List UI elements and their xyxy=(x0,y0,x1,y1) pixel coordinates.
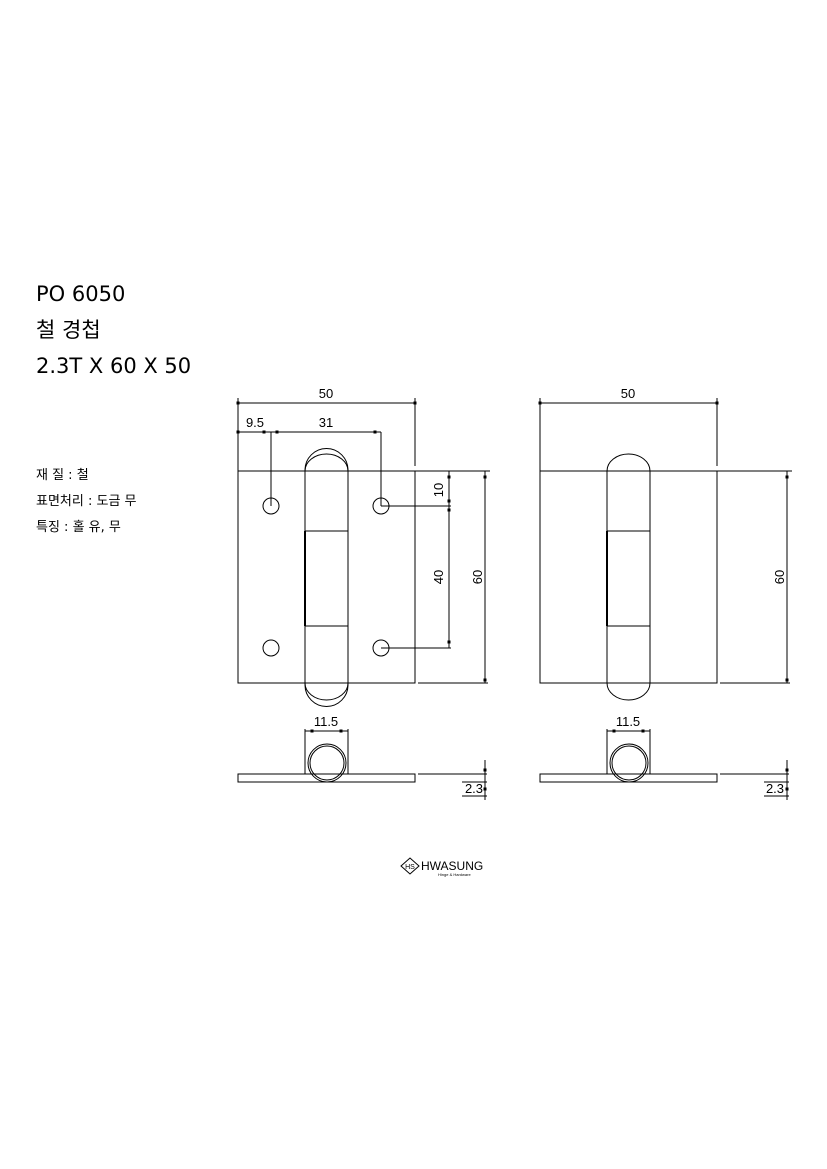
dimension-tick xyxy=(236,401,240,405)
logo-tagline: Hinge & Hardware xyxy=(438,872,471,877)
dimension-tick xyxy=(339,729,343,733)
dimension-tick xyxy=(447,475,451,479)
side-view-right: 11.5 2.3 xyxy=(539,714,789,800)
dim-width: 50 xyxy=(319,386,333,401)
dim-thickness: 2.3 xyxy=(465,781,483,796)
product-size: 2.3T X 60 X 50 xyxy=(36,354,192,378)
spec-material: 재 질 : 철 xyxy=(36,468,89,483)
side-view-left: 11.5 2.3 xyxy=(237,714,487,800)
dim-hole-edge: 9.5 xyxy=(246,415,264,430)
dimension-tick xyxy=(785,768,789,772)
dim-thickness-right: 2.3 xyxy=(766,781,784,796)
dimension-tick xyxy=(483,475,487,479)
product-name: 철 경첩 xyxy=(36,318,101,342)
dimension-tick xyxy=(715,401,719,405)
spec-finish: 표면처리 : 도금 무 xyxy=(36,494,137,509)
dimension-tick xyxy=(483,678,487,682)
dimension-tick xyxy=(641,729,645,733)
dim-knuckle-right: 11.5 xyxy=(616,714,640,729)
logo-brand: HWASUNG xyxy=(421,859,483,873)
hwasung-logo: HS HWASUNG Hinge & Hardware xyxy=(400,857,483,877)
dim-height: 60 xyxy=(470,570,485,584)
dimension-tick xyxy=(612,729,616,733)
front-view-with-holes: 50 9.5 31 10 40 60 xyxy=(237,386,490,707)
svg-text:HS: HS xyxy=(405,864,415,871)
dimension-tick xyxy=(483,787,487,791)
dimension-tick xyxy=(373,430,377,434)
dimension-tick xyxy=(447,640,451,644)
dim-hole-spacing-v: 40 xyxy=(431,570,446,584)
screw-hole xyxy=(262,639,280,657)
dimension-tick xyxy=(275,430,279,434)
dimension-tick xyxy=(447,508,451,512)
dim-knuckle: 11.5 xyxy=(314,714,338,729)
logo-mark-icon xyxy=(400,857,420,875)
dim-height-right: 60 xyxy=(772,570,787,584)
dim-hole-spacing-h: 31 xyxy=(319,415,333,430)
front-view-no-holes: 50 60 xyxy=(539,386,792,701)
dim-hole-top: 10 xyxy=(431,483,446,497)
spec-feature: 특징 : 홀 유, 무 xyxy=(36,520,121,535)
dimension-tick xyxy=(538,401,542,405)
dimension-tick xyxy=(413,401,417,405)
dimension-tick xyxy=(236,430,240,434)
dimension-tick xyxy=(785,678,789,682)
dimension-tick xyxy=(785,787,789,791)
dimension-tick xyxy=(483,768,487,772)
dim-width-right: 50 xyxy=(621,386,635,401)
dimension-tick xyxy=(785,475,789,479)
dimension-tick xyxy=(310,729,314,733)
model-number: PO 6050 xyxy=(36,282,126,306)
dimension-tick xyxy=(447,499,451,503)
dimension-tick xyxy=(262,430,266,434)
